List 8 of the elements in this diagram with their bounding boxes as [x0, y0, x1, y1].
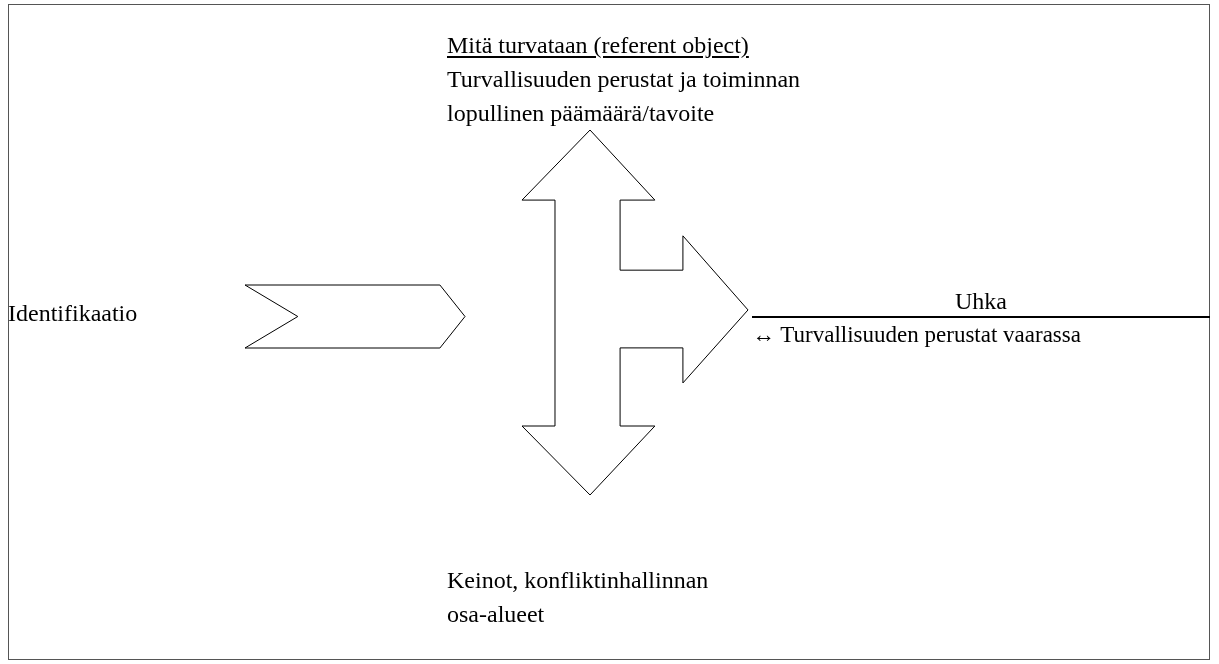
label-text: Uhka	[752, 286, 1210, 318]
three-way-block-arrow	[521, 129, 749, 496]
label-text: Keinot, konfliktinhallinnan osa-alueet	[447, 566, 710, 629]
label-text: Identifikaatio	[8, 299, 139, 328]
label-text: Turvallisuuden perustat ja toiminnan lopullinen päämäärä/tavoite	[447, 65, 802, 128]
chevron-shape	[244, 284, 466, 349]
label-text: ↔ Turvallisuuden perustat vaarassa	[752, 321, 1082, 349]
heading-text: Mitä turvataan (referent object)	[447, 31, 750, 60]
